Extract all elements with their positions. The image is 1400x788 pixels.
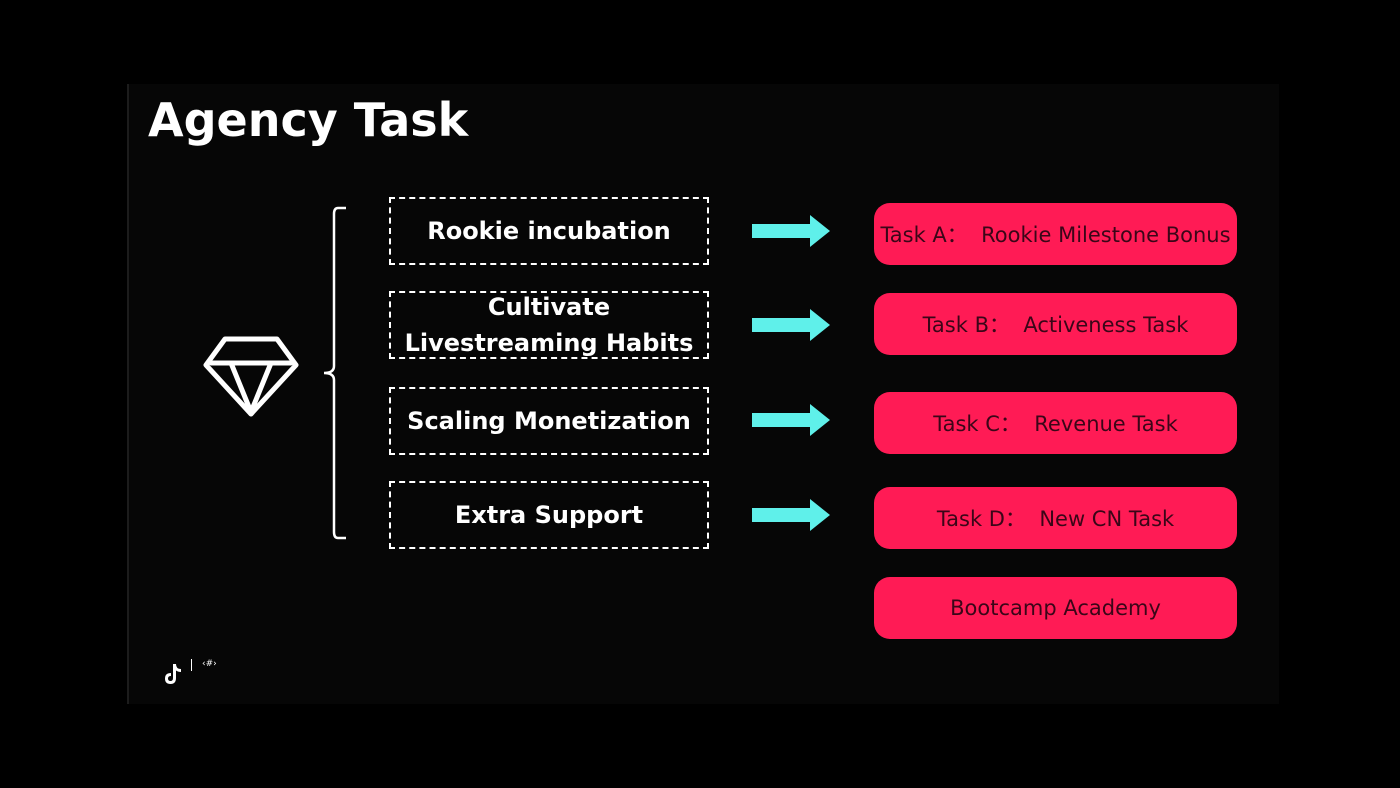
stage-label: Cultivate Livestreaming Habits [404, 293, 694, 357]
task-label: Task B： Activeness Task [922, 313, 1189, 337]
task-pill: Task B： Activeness Task [874, 293, 1237, 355]
arrow-right-icon [752, 499, 830, 531]
stage-label: Rookie incubation [427, 217, 671, 245]
task-label: Task D： New CN Task [936, 507, 1175, 531]
stage-label: Extra Support [454, 501, 644, 529]
task-pill: Task C： Revenue Task [874, 392, 1237, 454]
stage-box: Rookie incubation [389, 197, 709, 265]
stage-box: Scaling Monetization [389, 387, 709, 455]
arrow-right-icon [752, 215, 830, 247]
diamond-icon [203, 336, 299, 417]
arrow-right-icon [752, 309, 830, 341]
task-label: Task C： Revenue Task [933, 412, 1178, 436]
slide-title: Agency Task [148, 93, 469, 147]
page-number: ‹#› [202, 659, 217, 669]
stage-box: Extra Support [389, 481, 709, 549]
task-label: Bootcamp Academy [950, 596, 1161, 620]
brace-icon [323, 206, 346, 540]
task-pill: Bootcamp Academy [874, 577, 1237, 639]
tiktok-logo-icon [165, 664, 181, 684]
task-label: Task A： Rookie Milestone Bonus [880, 223, 1231, 247]
stage-label: Scaling Monetization [407, 407, 691, 435]
footer-divider [191, 659, 192, 671]
task-pill: Task A： Rookie Milestone Bonus [874, 203, 1237, 265]
stage-box: Cultivate Livestreaming Habits [389, 291, 709, 359]
task-pill: Task D： New CN Task [874, 487, 1237, 549]
arrow-right-icon [752, 404, 830, 436]
